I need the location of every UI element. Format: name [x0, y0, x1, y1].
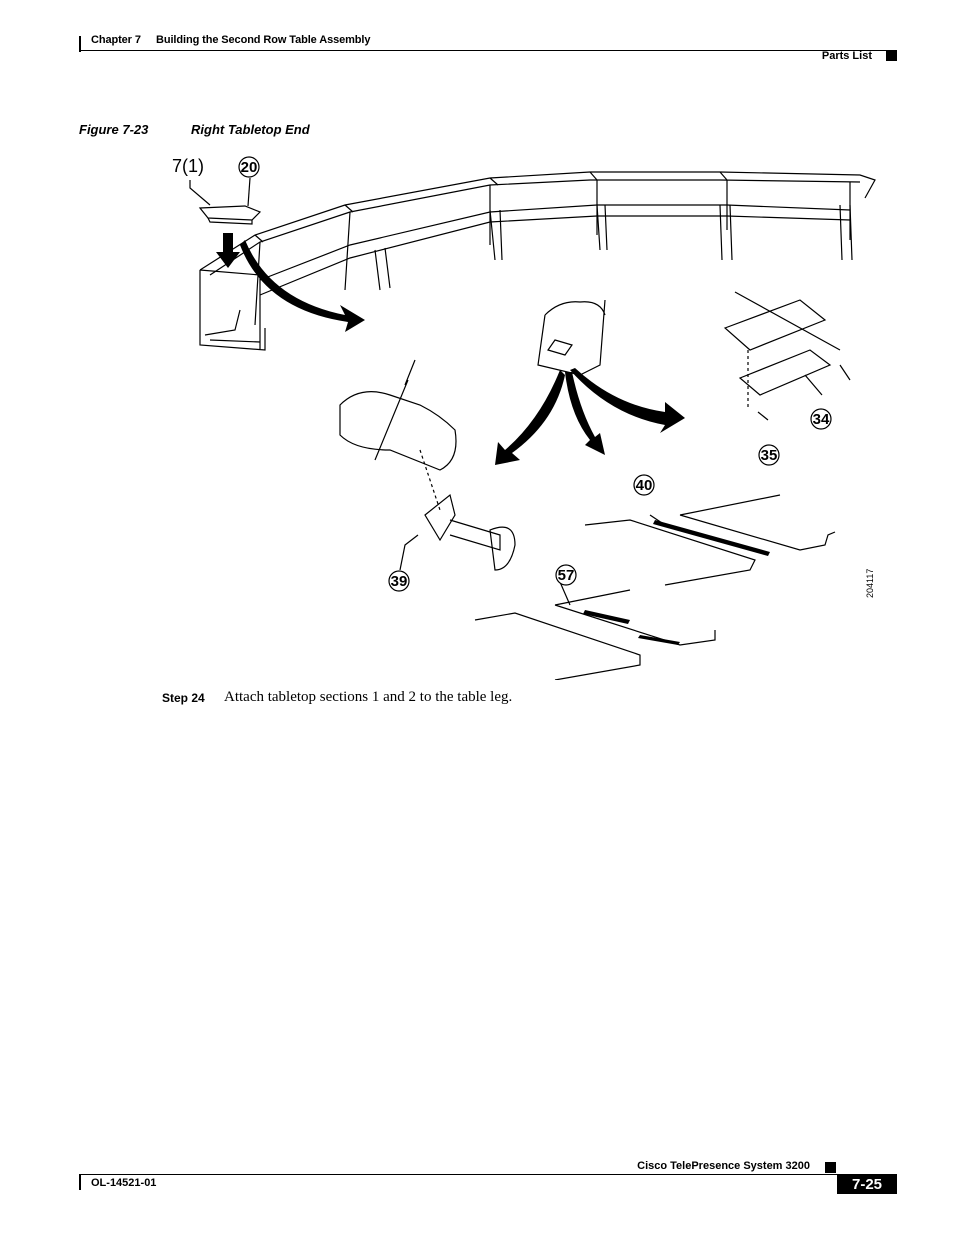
header-chapter: Chapter 7: [91, 34, 141, 46]
header-left-rule: [79, 36, 81, 52]
callout-35-circle: [758, 444, 780, 466]
leader-57: [559, 581, 571, 606]
header-rule: [79, 50, 897, 51]
bushing-outline: [339, 391, 457, 471]
curved-arrow-down-left-icon: [495, 370, 565, 465]
callout-57: 57: [558, 567, 575, 584]
figure-illustration: 7(1) 20 34 35 39 40 57 204117: [160, 150, 900, 680]
footer-page-number: 7-25: [837, 1175, 897, 1194]
curved-arrow-down-icon: [565, 372, 605, 455]
knob-head: [489, 526, 516, 571]
header-chapter-title: Building the Second Row Table Assembly: [156, 34, 371, 46]
panel-lower-edge: [259, 204, 851, 281]
leader-39: [399, 534, 419, 571]
tabletop-slot: [583, 610, 630, 624]
tabletop-piece: [198, 205, 262, 221]
figure-id: 204117: [865, 569, 875, 598]
table-assembly-diagram: 7(1) 20 34 35 39 40 57 204117: [172, 156, 876, 680]
leader-34-35: [757, 374, 823, 421]
knob-base: [424, 493, 456, 542]
bushing-dashed: [419, 449, 441, 511]
callout-7: 7(1): [172, 156, 204, 176]
leader-7: [189, 180, 211, 206]
footer-doc-number: OL-14521-01: [91, 1177, 157, 1189]
table-top-edge: [209, 179, 861, 276]
knob-shaft: [449, 519, 501, 551]
step-text: Attach tabletop sections 1 and 2 to the …: [224, 689, 513, 705]
footer-left-rule: [79, 1174, 81, 1190]
callout-35: 35: [761, 447, 778, 464]
footer-rule: [79, 1174, 897, 1175]
leg-detail-outline: [537, 299, 606, 376]
table-top-outline: [199, 171, 876, 271]
leg-detail-plate: [547, 339, 573, 356]
callout-39: 39: [391, 573, 408, 590]
curved-arrow-left-icon: [240, 240, 365, 332]
mounting-strip: [653, 520, 770, 556]
leader-20: [247, 177, 251, 207]
down-arrow-icon: [216, 233, 240, 268]
footer-product: Cisco TelePresence System 3200: [637, 1160, 810, 1172]
header-marker: [886, 50, 897, 61]
tabletop-section-c: [474, 612, 641, 680]
header-section: Parts List: [821, 50, 872, 62]
callout-57-circle: [555, 564, 577, 586]
callout-40-circle: [633, 474, 655, 496]
tabletop-section-b: [679, 494, 836, 551]
tabletop-section-d: [554, 589, 716, 646]
figure-label: Figure 7-23: [79, 122, 149, 137]
callout-34: 34: [813, 411, 830, 428]
bushing-axis: [374, 359, 416, 461]
callout-20: 20: [241, 159, 258, 176]
callout-40: 40: [636, 477, 653, 494]
section-dividers: [254, 171, 728, 243]
panel-bottom-edge: [259, 215, 851, 296]
callout-20-circle: [238, 156, 260, 178]
panel-verticals: [254, 180, 851, 326]
curved-arrow-right-icon: [570, 368, 685, 433]
bracket-leader: [734, 291, 851, 381]
step-label: Step 24: [162, 691, 205, 705]
bracket-plate-top: [723, 299, 827, 351]
footer-marker: [825, 1162, 836, 1173]
callout-34-circle: [810, 408, 832, 430]
left-pedestal: [199, 269, 266, 351]
left-pedestal-foot: [204, 309, 261, 343]
table-legs: [374, 204, 853, 291]
tabletop-piece-edge: [207, 217, 253, 225]
tabletop-slot-2: [638, 635, 680, 645]
leg-detail-top: [544, 301, 606, 316]
tabletop-section-a: [584, 519, 756, 586]
callout-39-circle: [388, 570, 410, 592]
figure-title: Right Tabletop End: [191, 122, 310, 137]
bracket-plate-bottom: [738, 349, 832, 396]
